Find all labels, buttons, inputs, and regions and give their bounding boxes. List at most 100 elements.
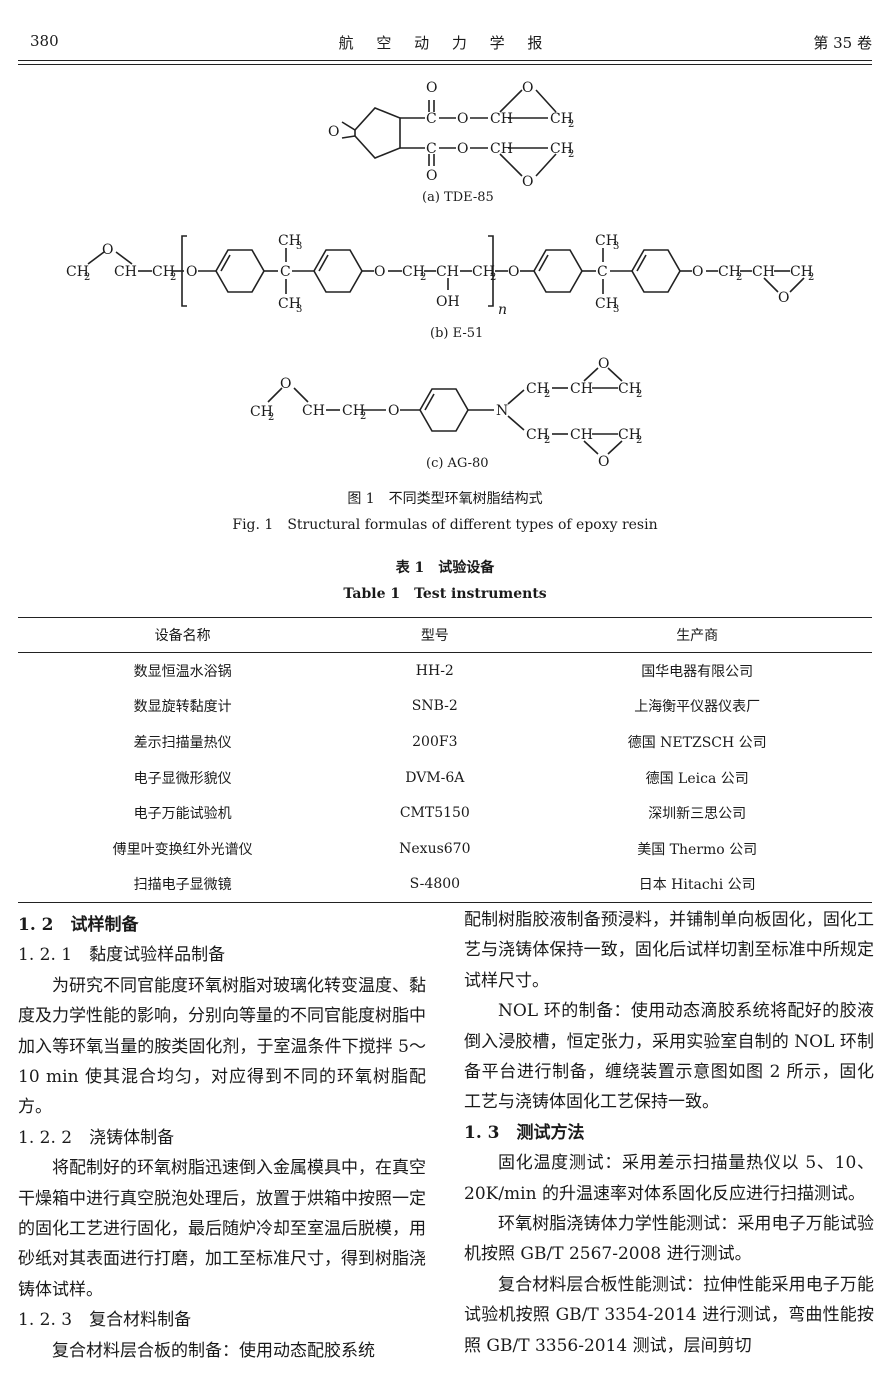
- right-column: 配制树脂胶液制备预浸料，并铺制单向板固化，固化工艺与浇铸体保持一致，固化后试样切…: [464, 905, 874, 1361]
- sub-2: 2: [568, 149, 574, 160]
- atom-ch2: CH: [66, 264, 89, 280]
- sub-3: 3: [613, 304, 619, 315]
- paragraph-nol-ring: NOL 环的制备：使用动态滴胶系统将配好的胶液倒入浸胶槽，恒定张力，采用实验室自…: [464, 1001, 874, 1113]
- sub-3: 3: [296, 304, 302, 315]
- table-cell: 数显恒温水浴锅: [133, 663, 232, 680]
- table-cell: 上海衡平仪器仪表厂: [634, 699, 761, 716]
- paragraph-composite-start: 复合材料层合板的制备：使用动态配胶系统: [52, 1340, 375, 1361]
- sub-2: 2: [568, 119, 574, 130]
- sub-2: 2: [170, 272, 176, 283]
- atom-ch2: CH: [618, 381, 641, 397]
- table-cell: S-4800: [409, 876, 461, 893]
- table-row: 电子万能试验机 CMT5150 深圳新三思公司: [18, 795, 872, 831]
- atom-ch2: CH: [152, 264, 175, 280]
- subsection-heading-1-2-3: 1. 2. 3 复合材料制备: [18, 1310, 192, 1331]
- table-caption-zh: 表 1 试验设备: [395, 560, 495, 576]
- atom-o: O: [426, 168, 437, 184]
- atom-ch2: CH: [526, 427, 549, 443]
- atom-o: O: [328, 124, 339, 140]
- atom-ch: CH: [302, 403, 325, 419]
- table-cell: 深圳新三思公司: [648, 806, 747, 823]
- atom-ch2: CH: [250, 404, 273, 420]
- sub-2: 2: [544, 435, 550, 446]
- atom-ch2: CH: [526, 381, 549, 397]
- subsection-heading-1-2-1: 1. 2. 1 黏度试验样品制备: [18, 945, 226, 966]
- table-cell: DVM-6A: [405, 769, 465, 786]
- table-cell: 差示扫描量热仪: [133, 734, 232, 751]
- paragraph-cure-temp: 固化温度测试：采用差示扫描量热仪以 5、10、20K/min 的升温速率对体系固…: [464, 1153, 874, 1204]
- atom-n: N: [496, 403, 508, 419]
- header-rule-thick: [18, 60, 872, 61]
- table-cell: SNB-2: [411, 698, 458, 715]
- sub-2: 2: [490, 272, 496, 283]
- sub-2: 2: [544, 389, 550, 400]
- atom-ch2: CH: [342, 403, 365, 419]
- table-cell: Nexus670: [399, 840, 471, 857]
- atom-ch: CH: [114, 264, 137, 280]
- table-cell: CMT5150: [399, 805, 470, 822]
- structure-e51: O CH 2 CH CH 2 O CH 3 C CH 3 O CH 2 CH O…: [66, 233, 814, 341]
- atom-ch3: CH: [278, 296, 301, 312]
- column-header: 设备名称: [18, 617, 348, 653]
- atom-ch3: CH: [595, 296, 618, 312]
- atom-o: O: [102, 242, 113, 258]
- table-caption-en: Table 1 Test instruments: [343, 586, 547, 602]
- atom-o: O: [692, 264, 703, 280]
- paragraph-casting-mechanics: 环氧树脂浇铸体力学性能测试：采用电子万能试验机按照 GB/T 2567-2008…: [464, 1214, 874, 1265]
- atom-ch: CH: [490, 141, 513, 157]
- caption-a: (a) TDE-85: [422, 190, 494, 205]
- sub-2: 2: [808, 272, 814, 283]
- volume-label: 第 35 卷: [813, 34, 872, 52]
- sub-2: 2: [736, 272, 742, 283]
- sub-2: 2: [636, 389, 642, 400]
- atom-ch: CH: [752, 264, 775, 280]
- atom-oh: OH: [436, 294, 460, 310]
- atom-ch2: CH: [550, 111, 573, 127]
- atom-ch2: CH: [790, 264, 813, 280]
- atom-ch2: CH: [550, 141, 573, 157]
- table-cell: 200F3: [412, 733, 458, 750]
- atom-o: O: [426, 80, 437, 96]
- caption-c: (c) AG-80: [426, 456, 489, 471]
- atom-o: O: [457, 111, 468, 127]
- paragraph-casting: 将配制好的环氧树脂迅速倒入金属模具中，在真空干燥箱中进行真空脱泡处理后，放置于烘…: [18, 1158, 426, 1300]
- sub-2: 2: [268, 412, 274, 423]
- atom-o: O: [374, 264, 385, 280]
- atom-o: O: [457, 141, 468, 157]
- atom-c: C: [280, 264, 291, 280]
- sub-2: 2: [360, 411, 366, 422]
- column-header: 型号: [347, 617, 523, 653]
- table-cell: 电子万能试验机: [133, 806, 232, 823]
- column-header: 生产商: [522, 617, 872, 653]
- structure-tde85: O O C O CH O CH 2 C O O CH CH 2 O (a) TD…: [328, 80, 574, 205]
- atom-o: O: [522, 80, 533, 96]
- atom-ch: CH: [436, 264, 459, 280]
- atom-o: O: [388, 403, 399, 419]
- atom-o: O: [778, 290, 789, 306]
- journal-title: 航 空 动 力 学 报: [338, 34, 552, 52]
- atom-ch3: CH: [278, 233, 301, 249]
- section-heading-1-3: 1. 3 测试方法: [464, 1122, 585, 1143]
- atom-ch: CH: [570, 381, 593, 397]
- sub-2: 2: [84, 272, 90, 283]
- sub-2: 2: [420, 272, 426, 283]
- caption-b: (b) E-51: [430, 326, 483, 341]
- paragraph-composite-cont: 配制树脂胶液制备预浸料，并铺制单向板固化，固化工艺与浇铸体保持一致，固化后试样切…: [464, 910, 874, 991]
- atom-c: C: [426, 111, 437, 127]
- table-header-row: 设备名称 型号 生产商: [18, 617, 872, 653]
- atom-o: O: [280, 376, 291, 392]
- paragraph-viscosity-samples: 为研究不同官能度环氧树脂对玻璃化转变温度、黏度及力学性能的影响，分别向等量的不同…: [18, 975, 426, 1118]
- sub-3: 3: [613, 241, 619, 252]
- table-cell: 美国 Thermo 公司: [637, 841, 758, 858]
- atom-ch: CH: [570, 427, 593, 443]
- atom-ch: CH: [490, 111, 513, 127]
- sub-3: 3: [296, 241, 302, 252]
- atom-o: O: [508, 264, 519, 280]
- left-column: 1. 2 试样制备 1. 2. 1 黏度试验样品制备 为研究不同官能度环氧树脂对…: [18, 910, 426, 1366]
